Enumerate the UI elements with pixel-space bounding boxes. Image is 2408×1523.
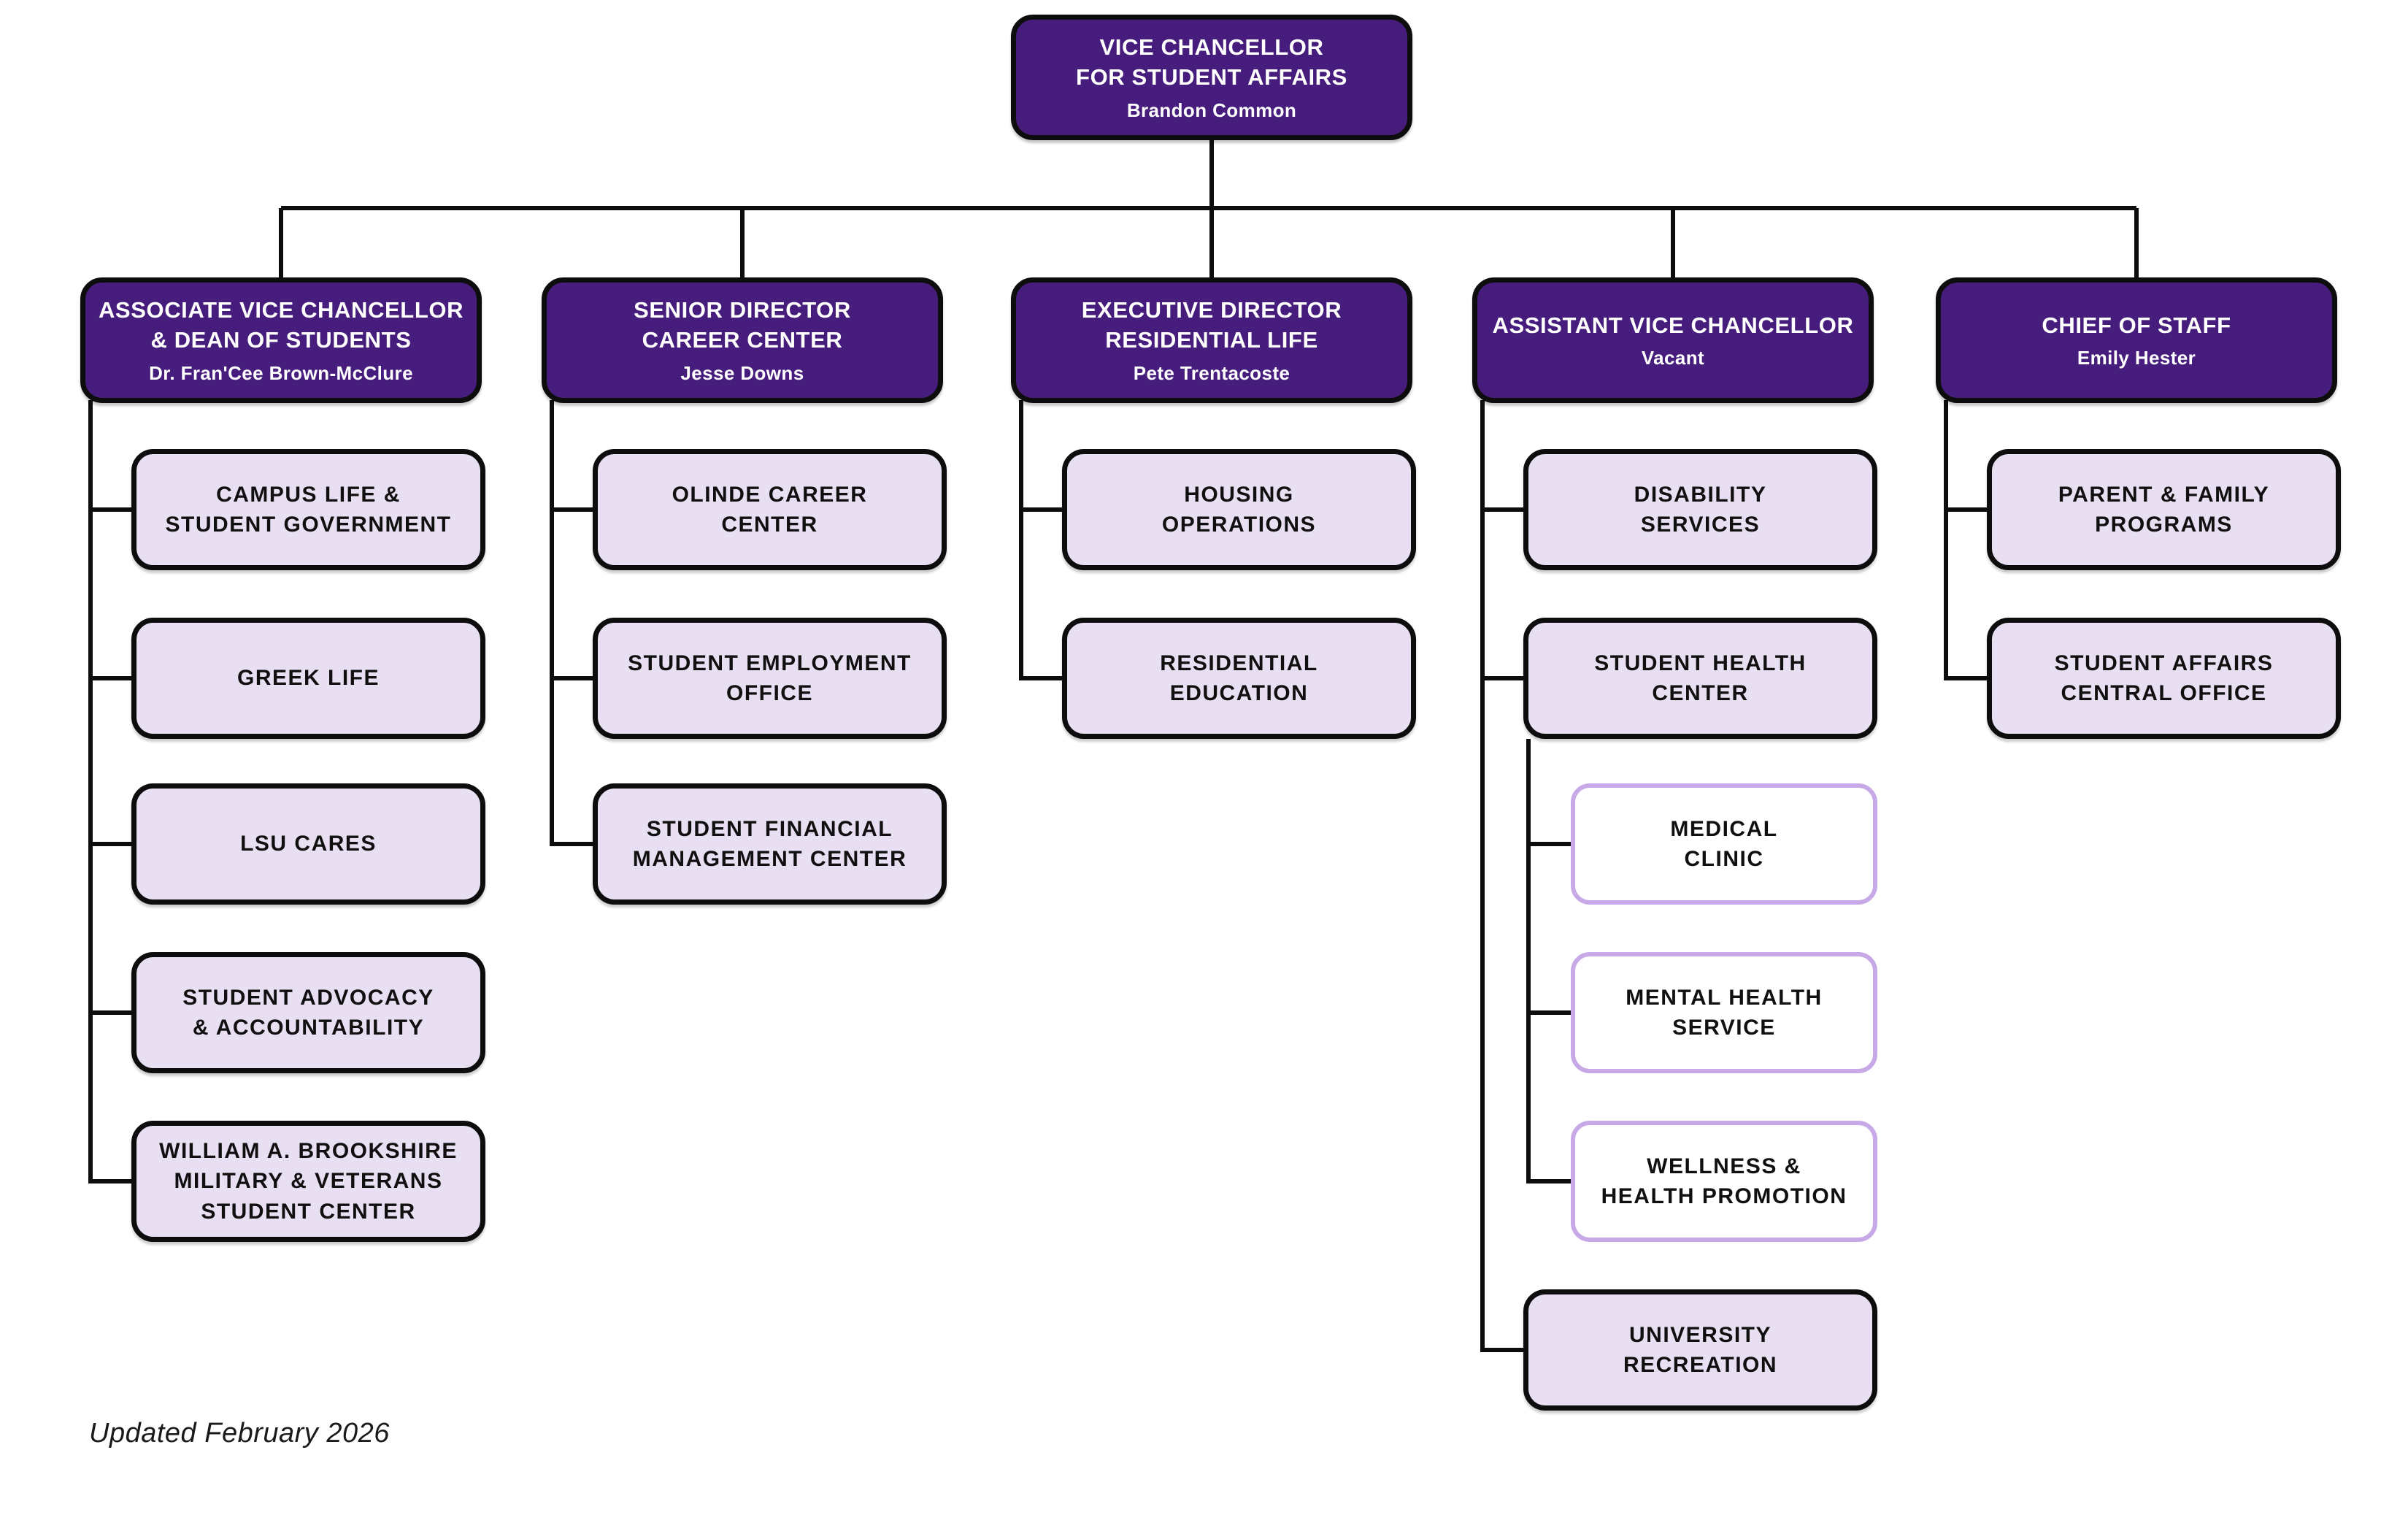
connector-line xyxy=(1944,400,1948,680)
connector-line xyxy=(1209,208,1214,277)
box-title: ASSISTANT VICE CHANCELLOR xyxy=(1492,312,1854,338)
connector-line xyxy=(1526,842,1571,846)
connector-line xyxy=(1944,507,1987,512)
box-person-name: Brandon Common xyxy=(1126,99,1297,121)
box-student-health-center: STUDENT HEALTH CENTER xyxy=(1523,618,1877,739)
box-student-affairs-central-office: STUDENT AFFAIRS CENTRAL OFFICE xyxy=(1987,618,2341,739)
box-student-financial-management-center: STUDENT FINANCIAL MANAGEMENT CENTER xyxy=(593,783,947,905)
connector-line xyxy=(1526,739,1531,1184)
connector-line xyxy=(550,842,593,846)
connector-line xyxy=(88,842,131,846)
updated-date-note: Updated February 2026 xyxy=(89,1418,390,1449)
box-person-name: Emily Hester xyxy=(2077,347,2196,369)
connector-line xyxy=(279,208,283,277)
connector-line xyxy=(1019,507,1062,512)
connector-line xyxy=(550,507,593,512)
box-label: LSU CARES xyxy=(240,832,377,856)
box-label: STUDENT FINANCIAL MANAGEMENT CENTER xyxy=(632,816,907,871)
box-senior-director-career-center: SENIOR DIRECTOR CAREER CENTER Jesse Down… xyxy=(542,277,943,403)
connector-line xyxy=(88,400,93,1184)
connector-line xyxy=(1019,400,1023,680)
connector-line xyxy=(281,206,2136,210)
box-label: STUDENT EMPLOYMENT OFFICE xyxy=(628,651,912,705)
box-olinde-career-center: OLINDE CAREER CENTER xyxy=(593,449,947,570)
box-person-name: Dr. Fran'Cee Brown-McClure xyxy=(149,361,413,384)
box-greek-life: GREEK LIFE xyxy=(131,618,485,739)
box-disability-services: DISABILITY SERVICES xyxy=(1523,449,1877,570)
box-person-name: Jesse Downs xyxy=(680,361,804,384)
connector-line xyxy=(1526,1179,1571,1184)
box-lsu-cares: LSU CARES xyxy=(131,783,485,905)
box-person-name: Pete Trentacoste xyxy=(1133,361,1290,384)
connector-line xyxy=(1480,507,1523,512)
box-university-recreation: UNIVERSITY RECREATION xyxy=(1523,1289,1877,1411)
box-chief-of-staff: CHIEF OF STAFF Emily Hester xyxy=(1936,277,2337,403)
box-title: EXECUTIVE DIRECTOR RESIDENTIAL LIFE xyxy=(1081,297,1342,353)
box-mental-health-service: MENTAL HEALTH SERVICE xyxy=(1571,952,1877,1073)
connector-line xyxy=(1480,400,1485,1352)
box-executive-director-residential-life: EXECUTIVE DIRECTOR RESIDENTIAL LIFE Pete… xyxy=(1011,277,1412,403)
connector-line xyxy=(550,400,554,846)
box-title: ASSOCIATE VICE CHANCELLOR & DEAN OF STUD… xyxy=(98,297,464,353)
box-title: SENIOR DIRECTOR CAREER CENTER xyxy=(634,297,851,353)
connector-line xyxy=(550,676,593,680)
box-assistant-vice-chancellor: ASSISTANT VICE CHANCELLOR Vacant xyxy=(1472,277,1874,403)
box-vice-chancellor-student-affairs: VICE CHANCELLOR FOR STUDENT AFFAIRS Bran… xyxy=(1011,15,1412,140)
box-label: PARENT & FAMILY PROGRAMS xyxy=(2058,482,2270,537)
box-parent-family-programs: PARENT & FAMILY PROGRAMS xyxy=(1987,449,2341,570)
box-label: WELLNESS & HEALTH PROMOTION xyxy=(1601,1154,1847,1208)
box-label: MENTAL HEALTH SERVICE xyxy=(1626,985,1823,1040)
box-label: STUDENT HEALTH CENTER xyxy=(1594,651,1807,705)
box-title: VICE CHANCELLOR FOR STUDENT AFFAIRS xyxy=(1076,34,1347,90)
box-label: GREEK LIFE xyxy=(236,666,380,691)
connector-line xyxy=(88,1010,131,1015)
connector-line xyxy=(88,507,131,512)
box-label: WILLIAM A. BROOKSHIRE MILITARY & VETERAN… xyxy=(159,1138,458,1224)
box-medical-clinic: MEDICAL CLINIC xyxy=(1571,783,1877,905)
box-label: OLINDE CAREER CENTER xyxy=(672,482,868,537)
box-residential-education: RESIDENTIAL EDUCATION xyxy=(1062,618,1416,739)
box-label: STUDENT AFFAIRS CENTRAL OFFICE xyxy=(2054,651,2274,705)
box-housing-operations: HOUSING OPERATIONS xyxy=(1062,449,1416,570)
connector-line xyxy=(740,208,745,277)
connector-line xyxy=(1944,676,1987,680)
box-label: STUDENT ADVOCACY & ACCOUNTABILITY xyxy=(182,985,434,1040)
box-wellness-health-promotion: WELLNESS & HEALTH PROMOTION xyxy=(1571,1121,1877,1242)
connector-line xyxy=(1526,1010,1571,1015)
box-title: CHIEF OF STAFF xyxy=(2042,312,2231,338)
box-label: MEDICAL CLINIC xyxy=(1670,816,1778,871)
connector-line xyxy=(1019,676,1062,680)
connector-line xyxy=(88,676,131,680)
box-label: RESIDENTIAL EDUCATION xyxy=(1160,651,1318,705)
box-student-employment-office: STUDENT EMPLOYMENT OFFICE xyxy=(593,618,947,739)
box-label: HOUSING OPERATIONS xyxy=(1161,482,1317,537)
box-person-name: Vacant xyxy=(1641,347,1705,369)
box-label: DISABILITY SERVICES xyxy=(1634,482,1767,537)
box-student-advocacy-accountability: STUDENT ADVOCACY & ACCOUNTABILITY xyxy=(131,952,485,1073)
connector-line xyxy=(1480,1348,1523,1352)
connector-line xyxy=(88,1179,131,1184)
connector-line xyxy=(1671,208,1675,277)
connector-line xyxy=(1480,676,1523,680)
connector-line xyxy=(2134,208,2139,277)
box-label: UNIVERSITY RECREATION xyxy=(1623,1322,1778,1377)
box-campus-life-student-government: CAMPUS LIFE & STUDENT GOVERNMENT xyxy=(131,449,485,570)
connector-line xyxy=(1209,140,1214,210)
box-associate-vice-chancellor-dean-of-students: ASSOCIATE VICE CHANCELLOR & DEAN OF STUD… xyxy=(80,277,482,403)
box-william-brookshire-military-veterans-center: WILLIAM A. BROOKSHIRE MILITARY & VETERAN… xyxy=(131,1121,485,1242)
box-label: CAMPUS LIFE & STUDENT GOVERNMENT xyxy=(165,482,452,537)
